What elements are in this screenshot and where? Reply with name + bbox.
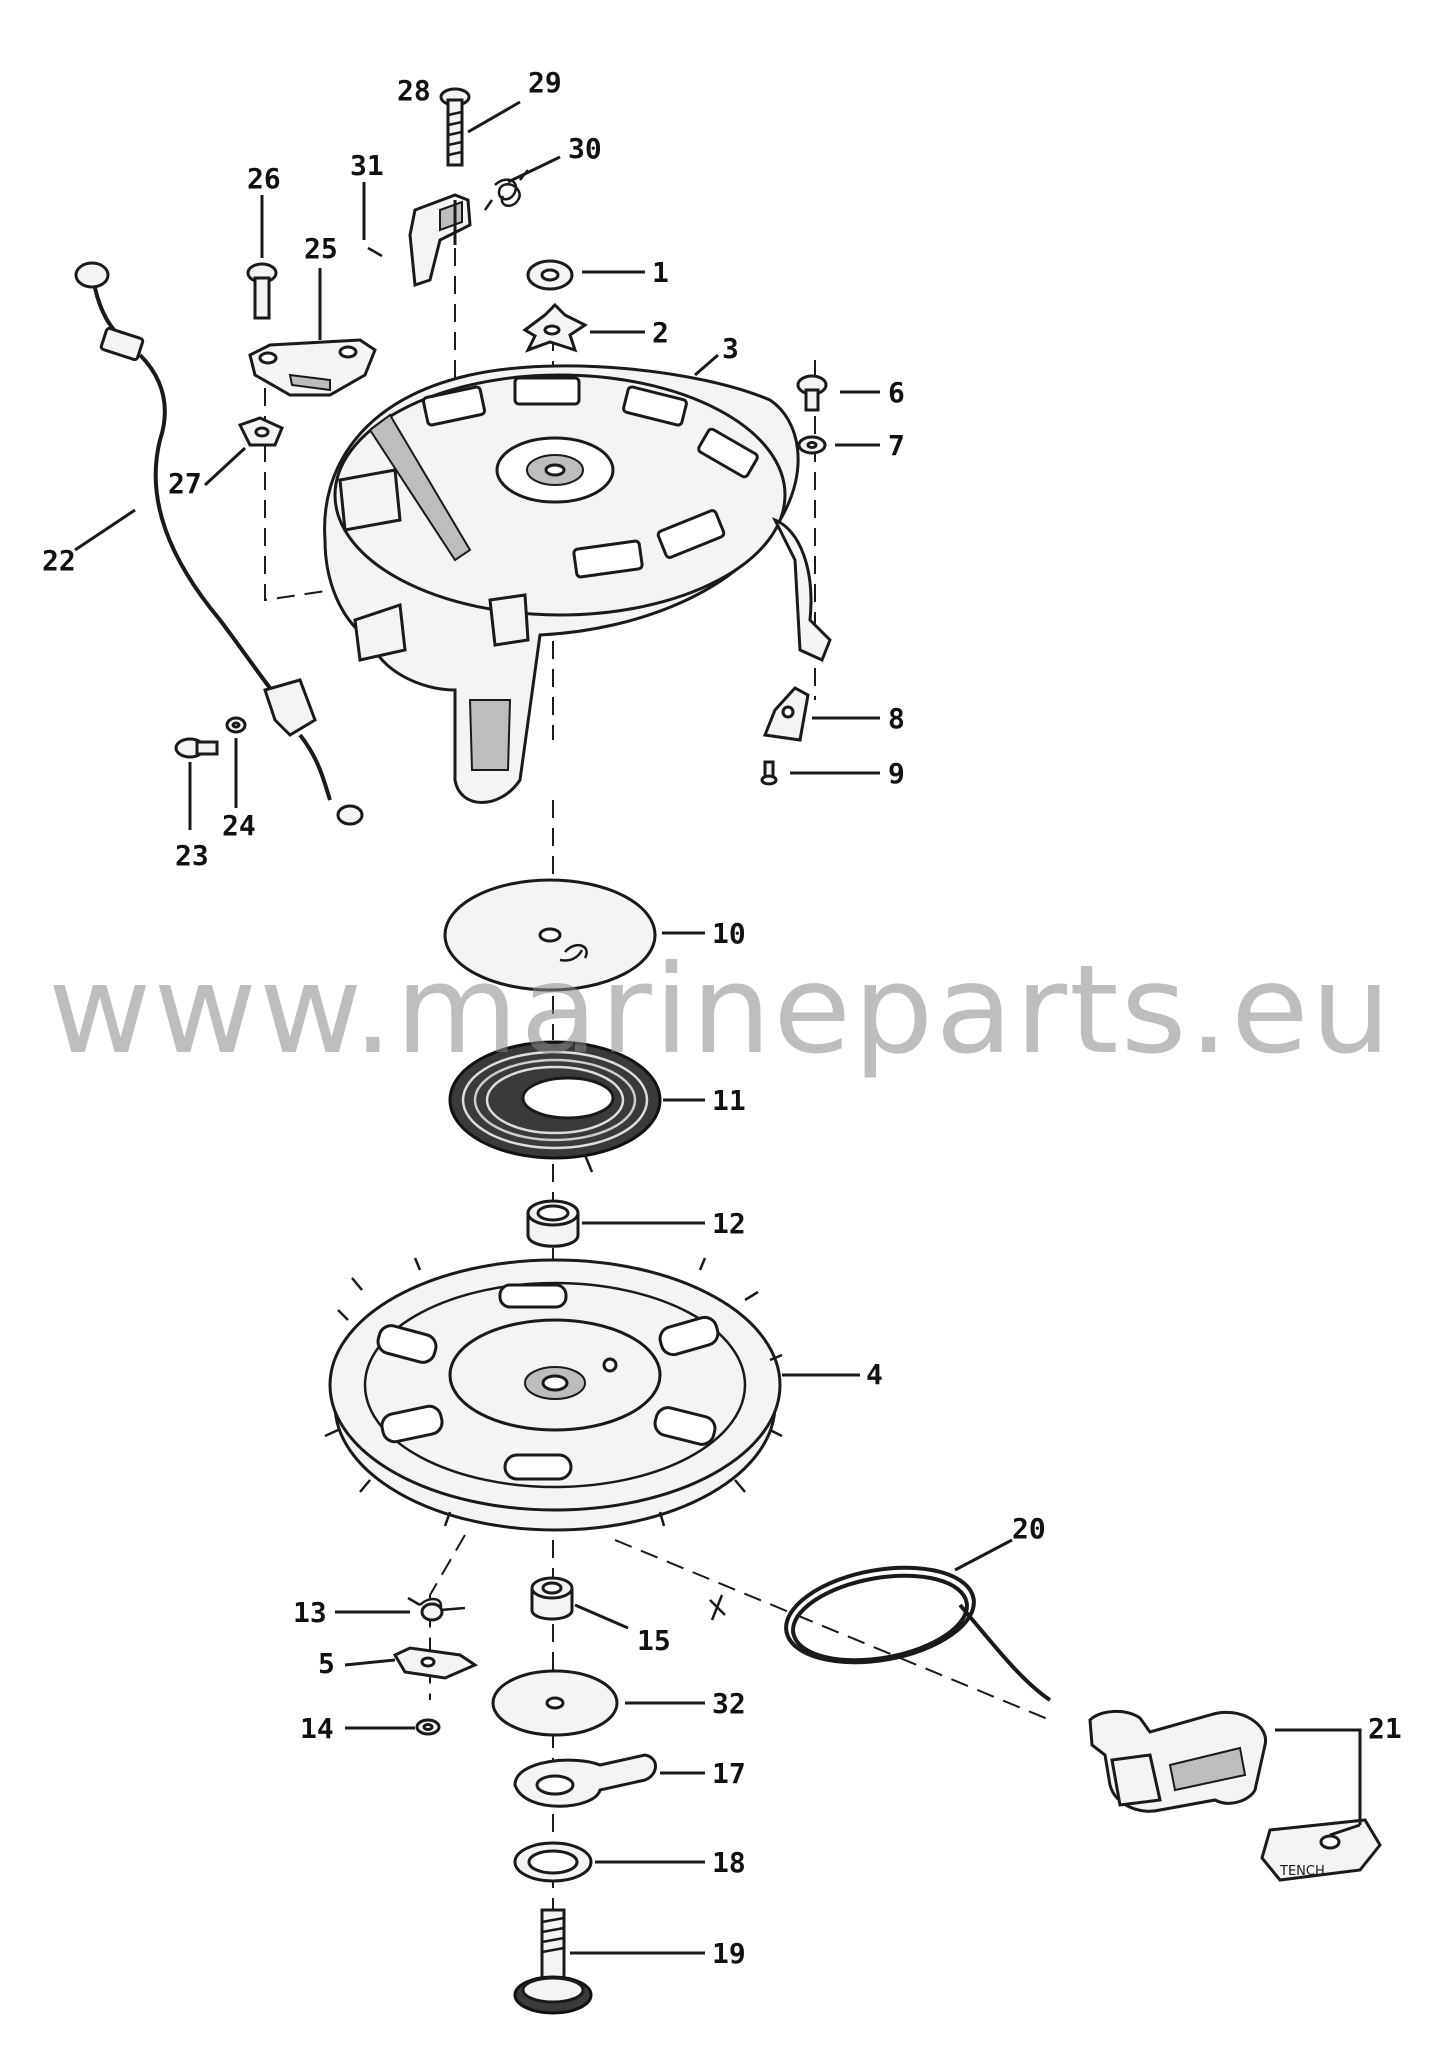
part-retainer-25 (248, 338, 377, 397)
watermark-text: www.marineparts.eu (48, 939, 1393, 1081)
part-nut (526, 259, 574, 291)
callout-2: 2 (652, 316, 669, 349)
callout-19: 19 (712, 1937, 746, 1970)
bracket-axis (264, 360, 401, 602)
callout-24: 24 (222, 809, 256, 842)
part-washer-24 (225, 716, 247, 734)
part-starter-housing (323, 364, 832, 804)
callout-13: 13 (293, 1596, 327, 1629)
part-spacer-15 (530, 1576, 574, 1621)
part-pawl-5 (392, 1646, 479, 1680)
callout-9: 9 (888, 757, 905, 790)
part-rewind-spring-11 (448, 1040, 662, 1173)
part-screw-9 (760, 760, 778, 786)
part-friction-link-17 (513, 1753, 657, 1808)
callout-3: 3 (722, 332, 739, 365)
callout-20: 20 (1012, 1512, 1046, 1545)
callout-17: 17 (712, 1757, 746, 1790)
callout-23: 23 (175, 839, 209, 872)
part-cam-28 (408, 193, 472, 288)
callout-27: 27 (168, 467, 202, 500)
part-washer-14 (415, 1718, 441, 1736)
part-clip-27 (237, 416, 284, 447)
callout-21: 21 (1368, 1712, 1402, 1745)
part-bushing-12 (526, 1199, 580, 1248)
callout-8: 8 (888, 702, 905, 735)
callout-28: 28 (397, 74, 431, 107)
part-bolt-26 (246, 262, 278, 320)
part-shoulder-bolt-19 (513, 1908, 593, 2015)
part-rope-pulley-4 (324, 1257, 783, 1532)
leader-lines (74, 100, 1362, 1955)
part-screw-23 (174, 737, 219, 759)
callout-26: 26 (247, 162, 281, 195)
callout-1: 1 (652, 256, 669, 289)
callout-labels: 1 2 3 4 5 6 7 8 9 10 11 12 13 14 15 17 1… (42, 66, 1402, 1970)
callout-30: 30 (568, 132, 602, 165)
callout-10: 10 (712, 917, 746, 950)
part-bolt-29 (439, 87, 471, 167)
part-stop-cable-22 (74, 261, 364, 826)
part-starter-rope-20 (709, 1565, 1052, 1702)
callout-31: 31 (350, 149, 384, 182)
part-screw-6 (796, 374, 828, 412)
callout-4: 4 (866, 1358, 883, 1391)
part-friction-plate-32 (491, 1669, 619, 1737)
callout-12: 12 (712, 1207, 746, 1240)
handle-imprint-text: TENCH (1279, 1864, 1325, 1879)
part-washer-7 (797, 435, 827, 455)
callout-25: 25 (304, 232, 338, 265)
callout-11: 11 (712, 1084, 746, 1117)
part-retainer-ring-18 (513, 1841, 593, 1883)
part-spring-cover-10 (443, 878, 657, 992)
callout-14: 14 (300, 1712, 334, 1745)
callout-18: 18 (712, 1846, 746, 1879)
callout-15: 15 (637, 1624, 671, 1657)
callout-6: 6 (888, 376, 905, 409)
cable-axis (614, 1539, 1051, 1721)
pawl-axis (429, 1534, 466, 1700)
callout-32: 32 (712, 1687, 746, 1720)
part-handle-21: TENCH (1088, 1710, 1382, 1882)
part-plate-8 (762, 686, 810, 742)
part-pin-31 (367, 246, 383, 258)
callout-7: 7 (888, 429, 905, 462)
part-pawl-spring-13 (407, 1596, 466, 1622)
part-star-washer (522, 302, 588, 353)
callout-29: 29 (528, 66, 562, 99)
callout-5: 5 (318, 1647, 335, 1680)
callout-22: 22 (42, 544, 76, 577)
